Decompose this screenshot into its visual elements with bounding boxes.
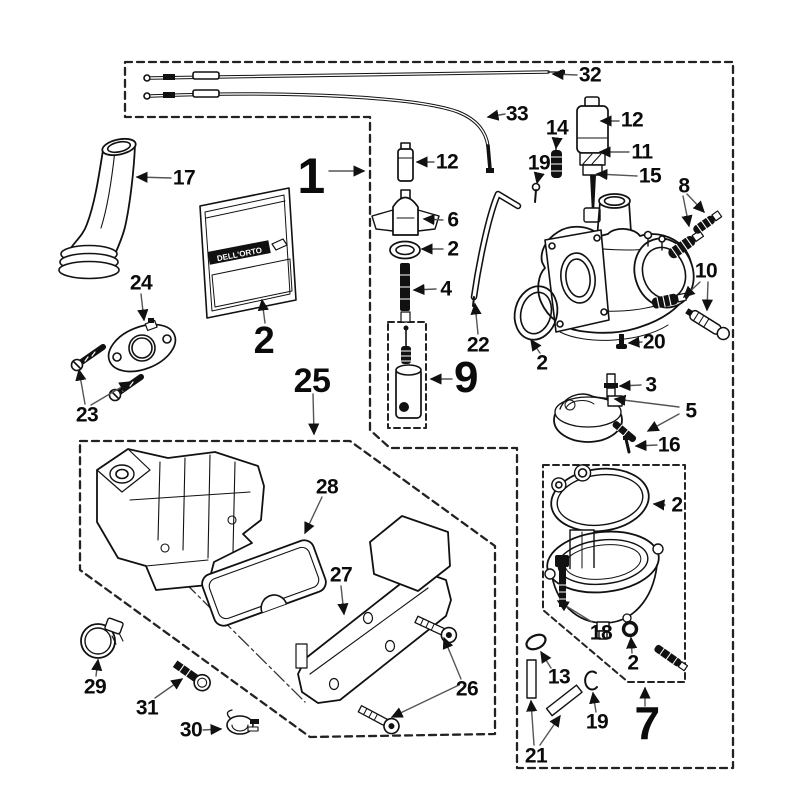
callout-26: 26 [455,677,479,701]
callout-6: 6 [447,208,459,232]
callout-28: 28 [315,475,339,499]
group-25-outline [78,439,497,739]
starter-cable [143,89,494,173]
bowl-screw-diagonal [654,644,689,672]
pin-20 [616,334,627,349]
jet-12-center [397,142,414,182]
pin-19-top [531,182,541,203]
throttle-cable [143,70,565,82]
callout-18: 18 [589,621,613,645]
callout-13: 13 [547,665,571,689]
callout-32: 32 [578,63,602,87]
manifold-flange [107,318,177,373]
callout-23: 23 [75,403,99,427]
group-label-1: 1 [297,148,325,204]
callout-2-bowl-gasket: 2 [671,493,683,517]
callout-15: 15 [638,164,662,188]
intake-duct [58,137,137,280]
adjuster-screws-8 [668,210,723,259]
callout-30: 30 [179,718,203,742]
o-ring-2-center [389,240,421,260]
carburetor-body [537,193,695,341]
callout-12-center: 12 [435,150,459,174]
group-label-9: 9 [454,353,478,402]
cover-screws-26 [357,615,458,735]
callout-4: 4 [440,277,452,301]
callout-8: 8 [678,174,690,198]
airbox-body [96,448,265,591]
bowl-screw-18 [555,555,569,607]
filter-foam-28 [201,539,327,627]
group-label-25: 25 [293,362,331,400]
callout-14: 14 [545,116,569,140]
callout-29: 29 [83,675,107,699]
overflow-hose [470,190,522,307]
callout-19-bottom: 19 [585,710,609,734]
callout-2-center: 2 [447,237,459,261]
callout-31: 31 [135,696,159,720]
washer-2 [621,620,639,638]
tube-21-diagonal [545,684,583,717]
flange-gasket-2 [513,285,559,341]
group-label-7: 7 [634,697,660,749]
callout-3: 3 [645,373,657,397]
kit-sticker: DELL'ORTO [199,187,297,319]
plunger-kit-parts [395,325,422,419]
float-bowl [544,529,664,640]
clip-19-bottom [584,670,598,691]
carb-top-cap-6 [371,189,440,236]
group-label-2: 2 [253,320,275,362]
callout-19-top: 19 [527,151,551,175]
callout-24: 24 [129,271,153,295]
callout-16: 16 [657,433,681,457]
callout-20: 20 [642,330,666,354]
leader-lines [75,68,713,746]
callout-22: 22 [466,333,490,357]
adjuster-screws-10 [651,292,731,341]
callout-27: 27 [329,563,353,587]
o-ring-13 [525,633,547,651]
callout-12-right: 12 [620,108,644,132]
group-1-outline [123,60,735,770]
callout-2-gasket: 2 [536,351,548,375]
callout-5: 5 [685,399,697,423]
clip-30 [226,709,259,735]
main-jet-4 [399,263,411,323]
bolt-31 [172,660,211,692]
callout-10: 10 [694,259,718,283]
callout-21: 21 [524,744,548,768]
tube-21-vertical [526,659,537,699]
float-screw-16 [623,436,631,454]
bowl-gasket-2 [550,464,650,533]
callout-33: 33 [505,102,529,126]
airbox-cover-27 [295,515,452,704]
callout-17: 17 [172,166,196,190]
group-7-outline [542,464,686,683]
callout-11: 11 [631,140,653,164]
float-assembly [553,393,637,443]
hose-clamp-29 [80,617,124,659]
callout-2-washer: 2 [627,651,639,675]
